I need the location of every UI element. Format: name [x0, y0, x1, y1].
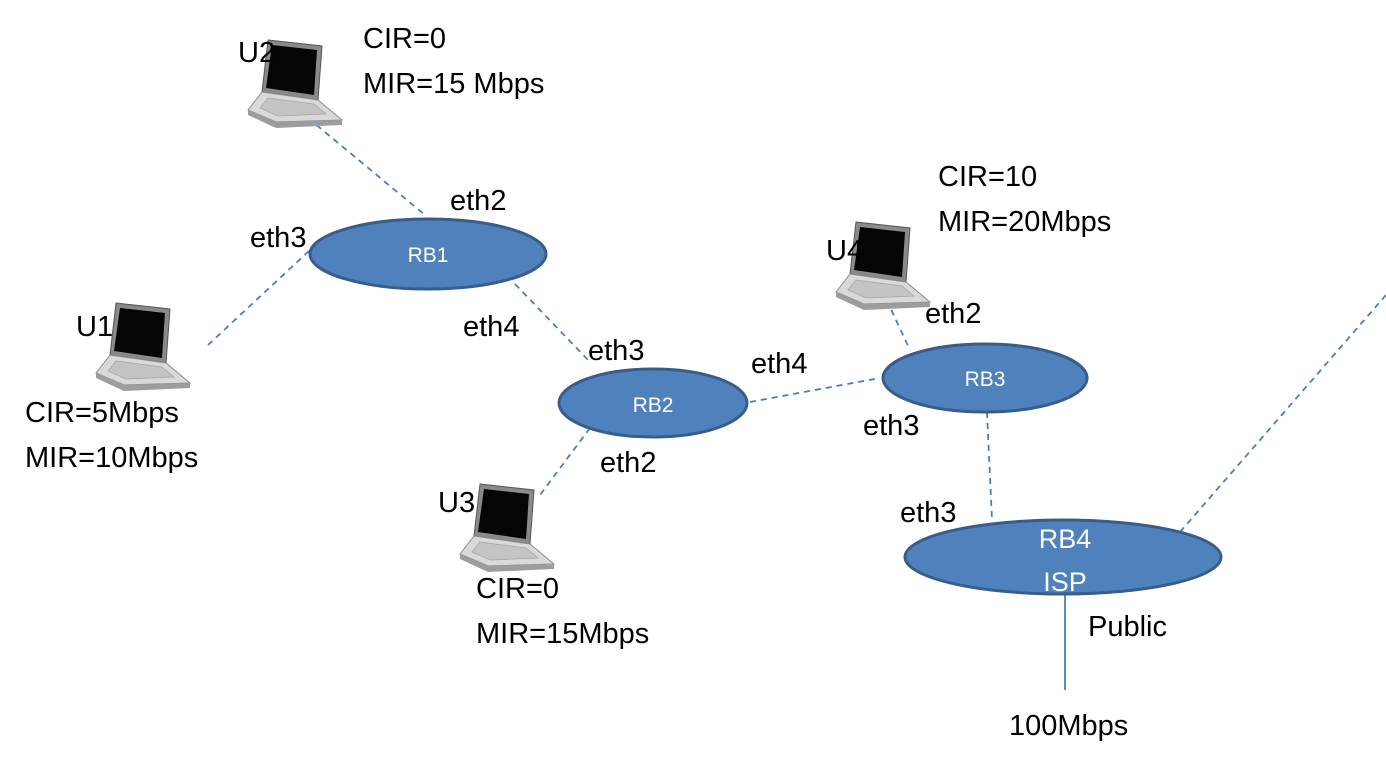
link-u2-rb1 — [307, 117, 426, 216]
rb2-eth4-label: eth4 — [751, 348, 807, 380]
link-u3-rb2 — [539, 427, 591, 496]
rb2-eth2-label: eth2 — [600, 447, 656, 479]
rb1-eth2-label: eth2 — [450, 185, 506, 217]
link-rb1-rb2 — [514, 283, 591, 363]
router-rb2-label: RB2 — [633, 394, 674, 417]
rb3-eth3-label: eth3 — [863, 410, 919, 442]
user-u2-mir: MIR=15 Mbps — [363, 68, 544, 100]
router-rb4 — [903, 518, 1223, 596]
user-u3-name: U3 — [438, 487, 475, 519]
rb4-eth3-label: eth3 — [900, 497, 956, 529]
router-rb3-label: RB3 — [965, 368, 1006, 391]
user-u3-cir: CIR=0 — [476, 573, 559, 605]
user-u4-name: U4 — [826, 235, 863, 267]
user-u1-cir: CIR=5Mbps — [25, 397, 179, 429]
rb1-eth4-label: eth4 — [463, 311, 519, 343]
user-u2-cir: CIR=0 — [363, 23, 446, 55]
link-rb4-external — [1179, 294, 1386, 533]
uplink-public-label: Public — [1088, 611, 1167, 643]
router-rb4-sublabel: ISP — [1043, 567, 1087, 597]
user-u2-name: U2 — [238, 37, 275, 69]
user-u3-mir: MIR=15Mbps — [476, 618, 649, 650]
router-rb3 — [881, 342, 1089, 414]
user-u4-mir: MIR=20Mbps — [938, 206, 1111, 238]
router-rb2 — [557, 367, 749, 439]
user-u1-name: U1 — [76, 311, 113, 343]
uplink-bandwidth-label: 100Mbps — [1009, 710, 1128, 742]
rb2-eth3-label: eth3 — [588, 335, 644, 367]
router-rb1 — [308, 217, 548, 291]
link-rb3-rb4 — [986, 411, 993, 521]
rb1-eth3-label: eth3 — [250, 222, 306, 254]
link-u1-rb1 — [207, 249, 311, 346]
router-rb4-label: RB4 — [1039, 524, 1092, 554]
user-u4-cir: CIR=10 — [938, 161, 1037, 193]
router-rb1-label: RB1 — [408, 244, 449, 267]
rb3-eth2-label: eth2 — [925, 298, 981, 330]
user-u1-mir: MIR=10Mbps — [25, 442, 198, 474]
link-rb2-rb3 — [749, 377, 881, 403]
